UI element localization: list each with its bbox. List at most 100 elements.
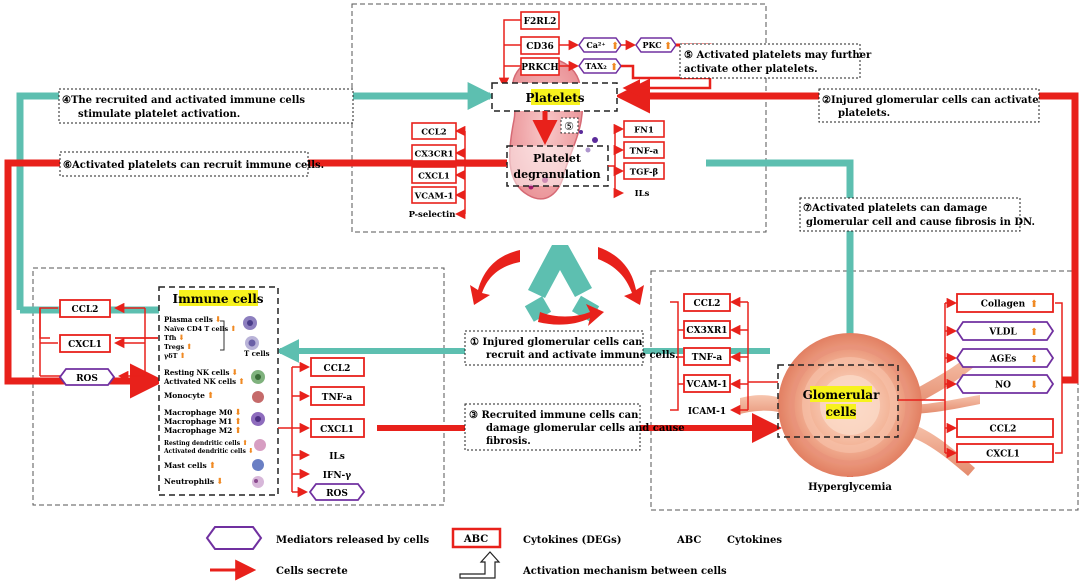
cytokine-label: FN1 [634, 126, 654, 136]
mediator-pkc [635, 37, 677, 53]
pkc-label: PKC [642, 40, 661, 50]
degran-label-2: degranulation [513, 168, 600, 181]
note-3-line1: ③ Recruited immune cells can [469, 410, 639, 421]
mediator-box [955, 348, 1055, 368]
note-6-line1: ⑥Activated platelets can recruit immune … [63, 160, 324, 171]
cytokine-box [59, 334, 111, 353]
p-selectin-label: P-selectin [409, 210, 456, 220]
mediator-ros [58, 368, 116, 386]
f2rl2-label: F2RL2 [524, 17, 557, 27]
cytokine-box [310, 386, 365, 406]
legend-cytokines-label: Cytokines [727, 535, 782, 546]
up-arrow-icon: ⬆ [238, 377, 245, 386]
immune-title: Immune cells [172, 292, 263, 306]
notes: ⑤ Activated platelets may further activa… [58, 43, 1040, 451]
cytokine-label: TGF-β [630, 168, 659, 178]
cytokine-label: TNF-a [630, 147, 659, 157]
hyperglycemia-label: Hyperglycemia [808, 482, 892, 493]
note-2 [818, 88, 1040, 123]
platelets-label: Platelets [525, 91, 584, 105]
cytokine-box [623, 162, 665, 180]
recycle-icon [528, 245, 592, 298]
immune-cell-item: Resting dendritic cells [164, 440, 241, 447]
cytokine-box [956, 443, 1054, 463]
glomerular-section: Glomerular cells CCL2 CX3XR1 TNF-a VCAM-… [670, 293, 1063, 493]
neutrophil-image [252, 476, 264, 488]
platelet-activation-pathway: F2RL2 CD36 PRKCH Ca²⁺ ⬆ PKC ⬆ TAX₂ ⬆ Pla… [409, 11, 712, 220]
glomerular-item-label: Collagen [981, 300, 1026, 310]
down-arrow-icon: ⬇ [231, 368, 238, 377]
cytokine-box [623, 141, 665, 159]
note-3-line2: damage glomerular cells and cause [486, 423, 685, 434]
glomerular-item-label: CCL2 [990, 425, 1017, 435]
t-cells-label: T cells [244, 349, 270, 358]
note-1 [464, 330, 644, 366]
ils-label: ILs [635, 189, 650, 199]
cytokine-label: CX3XR1 [686, 326, 727, 336]
up-arrow-icon: ⬆ [1030, 299, 1038, 310]
note-5-line1: ⑤ Activated platelets may further [684, 50, 872, 61]
immune-region [32, 267, 445, 506]
cytokine-box [310, 418, 365, 438]
note-7-line1: ⑦Activated platelets can damage [803, 203, 987, 214]
cytokine-label: TNF-a [692, 353, 723, 363]
mediator-tax2 [578, 58, 622, 74]
immune-section: CCL2 CXCL1 ROS Immune cells Plasma cells… [39, 286, 366, 501]
ca-label: Ca²⁺ [586, 40, 605, 50]
up-arrow-icon: ⬆ [230, 324, 236, 333]
up-arrow-icon: ⬆ [1030, 327, 1038, 338]
cytokine-label: VCAM-1 [685, 380, 727, 390]
immune-cell-item: Naïve CD4 T cells [164, 325, 229, 333]
prkch-label: PRKCH [521, 63, 559, 73]
down-arrow-icon: ⬇ [234, 408, 241, 418]
up-arrow-icon: ⬆ [207, 391, 214, 401]
down-arrow-icon: ⬇ [215, 315, 222, 324]
up-arrow-icon: ⬆ [234, 426, 241, 436]
mediator-box [955, 321, 1055, 341]
up-arrow-icon: ⬆ [1030, 354, 1038, 365]
cytokine-box [683, 347, 731, 366]
cytokine-box [683, 374, 731, 393]
cytokine-box [411, 122, 457, 140]
cytokine-box [623, 120, 665, 138]
note-1-line1: ① Injured glomerular cells can [470, 337, 643, 348]
cytokine-box [59, 299, 111, 318]
mediator-ca [578, 37, 622, 53]
down-arrow-icon: ⬇ [216, 477, 223, 487]
platelet-right-cytokines: FN1 TNF-a TGF-β ILs [613, 120, 665, 199]
cytokine-label: TNF-a [322, 393, 353, 403]
immune-cell-item: Plasma cells [164, 315, 213, 324]
legend-activation-icon [459, 551, 501, 579]
up-arrow-icon: ⬆ [209, 461, 216, 471]
up-arrow-icon: ⬆ [242, 439, 248, 447]
glomerular-item-label: AGEs [989, 355, 1017, 365]
down-arrow-icon: ⬇ [178, 333, 184, 342]
immune-cell-item: Tfh [164, 334, 177, 342]
immune-cell-item: Resting NK cells [164, 368, 229, 377]
mediator-box [955, 374, 1055, 394]
monocyte-image [252, 391, 264, 403]
legend-abc-red: ABC [463, 534, 488, 545]
cycle-graphic [470, 245, 644, 326]
cytokine-box [683, 293, 731, 312]
note-4-line2: stimulate platelet activation. [78, 109, 240, 120]
legend-mediators-label: Mediators released by cells [276, 535, 429, 546]
legend-cells-secrete-label: Cells secrete [276, 566, 348, 577]
cd36-label: CD36 [526, 42, 554, 52]
tax2-up-arrow: ⬆ [610, 62, 618, 73]
tax2-label: TAX₂ [585, 61, 607, 71]
cytokine-label: CXCL1 [320, 425, 354, 435]
legend-mediator-shape [205, 526, 263, 550]
immune-cell-list: Plasma cells⬇Naïve CD4 T cells⬆Tfh⬇Tregs… [163, 315, 254, 487]
ros-label: ROS [326, 489, 348, 499]
platelets-node [491, 82, 618, 112]
step5-badge: ⑤ [564, 120, 574, 133]
note-4-line1: ④The recruited and activated immune cell… [62, 95, 305, 106]
cytokine-box [956, 293, 1054, 313]
immune-cell-item: Activated dendritic cells [163, 448, 246, 455]
legend-cytokine-shape [451, 527, 502, 549]
down-arrow-icon: ⬇ [1030, 380, 1038, 391]
immune-cell-item: Macrophage M2 [164, 426, 232, 435]
